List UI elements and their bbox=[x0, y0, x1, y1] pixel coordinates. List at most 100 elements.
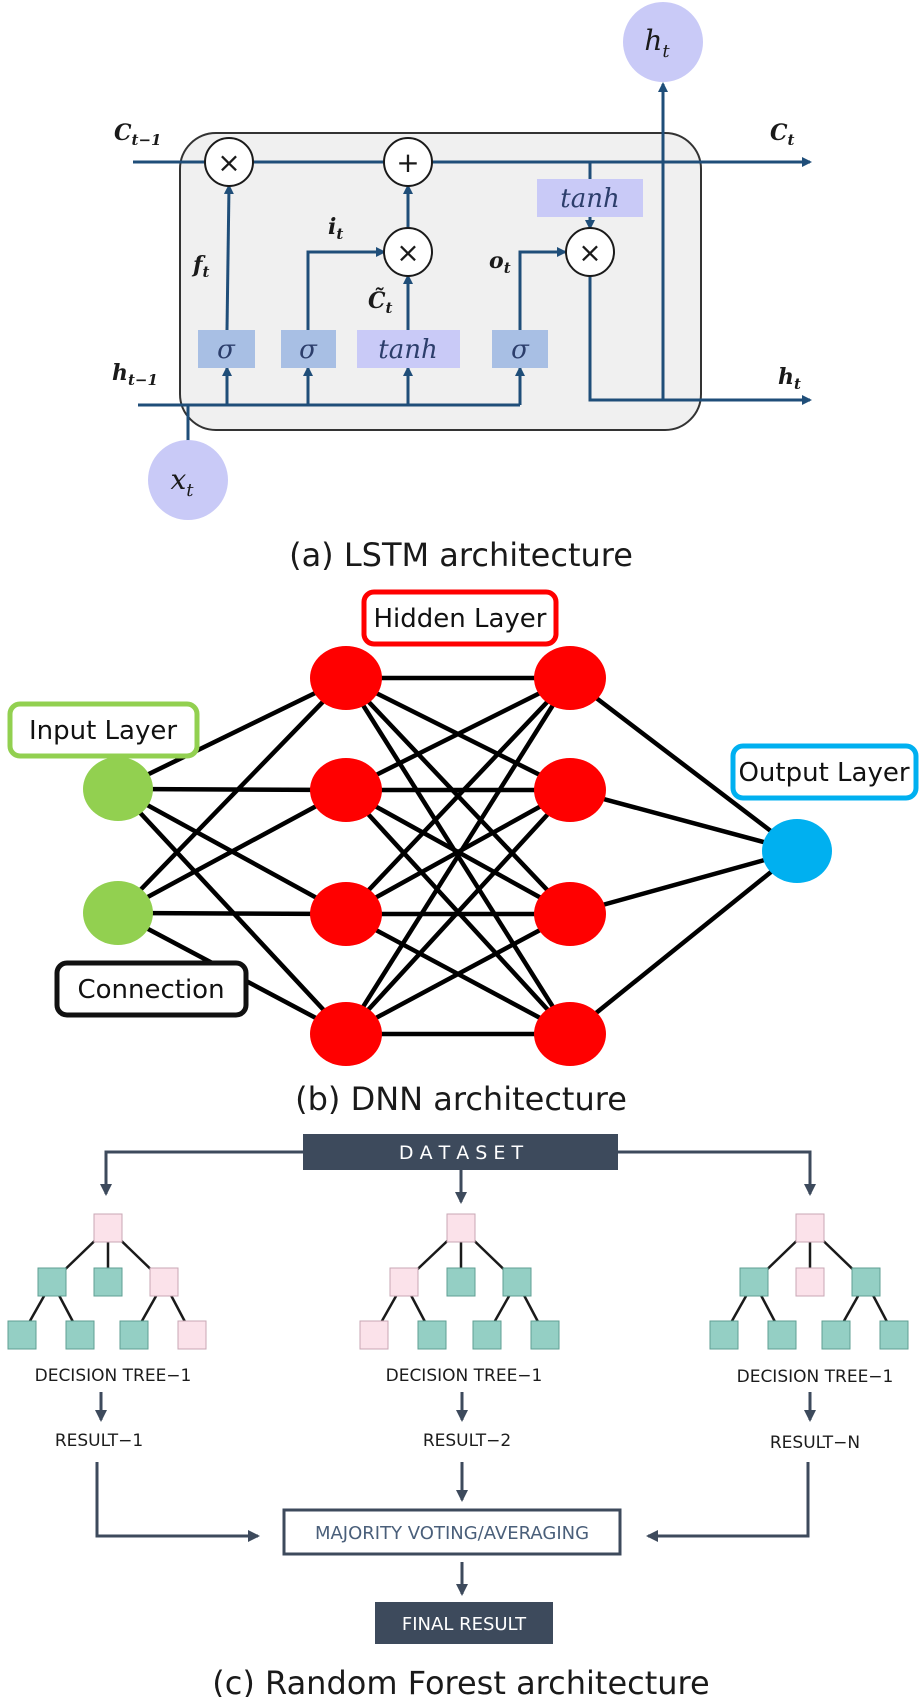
tree-node bbox=[530, 1320, 560, 1350]
hidden-node bbox=[310, 882, 382, 946]
svg-text:ht−1: ht−1 bbox=[112, 360, 158, 389]
forget-multiply-op bbox=[204, 137, 254, 187]
input-gate-sigma-label: σ bbox=[299, 335, 318, 365]
result1-label: RESULT−1 bbox=[55, 1431, 143, 1451]
c-tilde-label: C̃ bbox=[368, 288, 386, 314]
hidden-layer-label-box bbox=[361, 589, 559, 647]
svg-text:×: × bbox=[578, 236, 601, 269]
tree-node bbox=[502, 1267, 532, 1297]
output-tanh bbox=[537, 179, 643, 217]
lstm-cell bbox=[179, 132, 702, 431]
result1-to-voting-arrow bbox=[95, 1462, 260, 1542]
dnn-caption: (b) DNN architecture bbox=[295, 1080, 627, 1118]
final-result-label: FINAL RESULT bbox=[402, 1614, 527, 1635]
tree-node bbox=[93, 1267, 123, 1297]
dnn-connection bbox=[344, 788, 572, 1036]
hidden-layer-label: Hidden Layer bbox=[373, 604, 546, 634]
tree-node bbox=[37, 1267, 67, 1297]
h-output-node bbox=[623, 2, 703, 82]
dnn-connections bbox=[116, 675, 799, 1037]
svg-text:ot: ot bbox=[489, 248, 511, 277]
tree-node bbox=[879, 1320, 909, 1350]
input-layer-label-box bbox=[7, 701, 200, 759]
tree2-label: DECISION TREE−1 bbox=[386, 1366, 543, 1386]
voting-box bbox=[282, 1508, 622, 1556]
tree-node bbox=[795, 1267, 825, 1297]
tree-node bbox=[417, 1320, 447, 1350]
hidden-node bbox=[534, 882, 606, 946]
dnn-connection bbox=[569, 787, 798, 854]
svg-text:×: × bbox=[217, 146, 240, 179]
dnn-connection bbox=[344, 676, 572, 916]
tree-node bbox=[119, 1320, 149, 1350]
x-input-label: x bbox=[170, 463, 186, 496]
forget-gate-sigma bbox=[198, 330, 255, 368]
tree1-label: DECISION TREE−1 bbox=[35, 1366, 192, 1386]
tree-node bbox=[821, 1320, 851, 1350]
output-gate-sigma bbox=[492, 330, 548, 368]
hidden-node bbox=[534, 758, 606, 822]
tree-node bbox=[851, 1267, 881, 1297]
tree-node bbox=[65, 1320, 95, 1350]
output-layer-label-box bbox=[730, 743, 919, 801]
dnn-connection bbox=[116, 788, 348, 915]
output-node bbox=[762, 819, 832, 883]
decision-trees bbox=[7, 1213, 909, 1350]
svg-text:it: it bbox=[328, 214, 343, 243]
tree-node bbox=[446, 1267, 476, 1297]
dnn-connection bbox=[344, 912, 572, 1036]
input-node bbox=[83, 881, 153, 945]
svg-text:Ct: Ct bbox=[770, 120, 795, 149]
output-layer-label: Output Layer bbox=[738, 758, 909, 788]
tree3-label: DECISION TREE−1 bbox=[737, 1367, 894, 1387]
tree-node bbox=[739, 1267, 769, 1297]
hidden-node bbox=[310, 758, 382, 822]
i-t-label: i bbox=[328, 214, 336, 240]
dnn-nodes bbox=[83, 646, 832, 1066]
output-multiply-op bbox=[565, 227, 615, 277]
dnn-connection bbox=[117, 786, 347, 793]
dnn-connection bbox=[568, 849, 799, 1036]
x-input-node bbox=[148, 440, 228, 520]
result2-label: RESULT−2 bbox=[423, 1431, 511, 1451]
svg-text:+: + bbox=[396, 146, 419, 179]
o-t-label: o bbox=[489, 248, 504, 274]
dnn-connection bbox=[117, 675, 347, 792]
svg-text:×: × bbox=[396, 236, 419, 269]
svg-text:C̃t: C̃t bbox=[368, 288, 393, 317]
input-layer-label: Input Layer bbox=[29, 716, 177, 746]
svg-text:ft: ft bbox=[191, 252, 209, 281]
connection-label-box bbox=[54, 960, 249, 1018]
dnn-connection bbox=[344, 676, 572, 1036]
dnn-connection bbox=[569, 848, 798, 917]
dataset-to-tree3-arrow bbox=[618, 1150, 816, 1196]
voting-label: MAJORITY VOTING/AVERAGING bbox=[315, 1523, 589, 1544]
rf-diagram: D A T A S E T DECISION TREE−1 DECISION T… bbox=[7, 1134, 909, 1697]
result3-label: RESULT−N bbox=[770, 1433, 860, 1453]
hidden-node bbox=[310, 646, 382, 710]
candidate-tanh-label: tanh bbox=[378, 335, 437, 365]
tree-node bbox=[767, 1320, 797, 1350]
tree-node bbox=[359, 1320, 389, 1350]
hidden-node bbox=[534, 1002, 606, 1066]
dnn-connection bbox=[117, 910, 347, 917]
tree-node bbox=[795, 1213, 825, 1243]
tree-node bbox=[149, 1267, 179, 1297]
tree-node bbox=[177, 1320, 207, 1350]
c-prev-label: C bbox=[114, 120, 132, 146]
h-t-label: h bbox=[778, 364, 794, 390]
input-node bbox=[83, 757, 153, 821]
tree-node bbox=[709, 1320, 739, 1350]
dnn-connection bbox=[344, 675, 572, 793]
hidden-node bbox=[310, 1002, 382, 1066]
dataset-box bbox=[303, 1134, 618, 1170]
input-gate-sigma bbox=[281, 330, 336, 368]
tree-node bbox=[389, 1267, 419, 1297]
dnn-connection bbox=[116, 676, 348, 915]
svg-text:Ct−1: Ct−1 bbox=[114, 120, 161, 149]
rf-caption: (c) Random Forest architecture bbox=[212, 1664, 709, 1697]
candidate-tanh bbox=[357, 330, 460, 368]
h-prev-label: h bbox=[112, 360, 128, 386]
dataset-label: D A T A S E T bbox=[399, 1142, 524, 1164]
